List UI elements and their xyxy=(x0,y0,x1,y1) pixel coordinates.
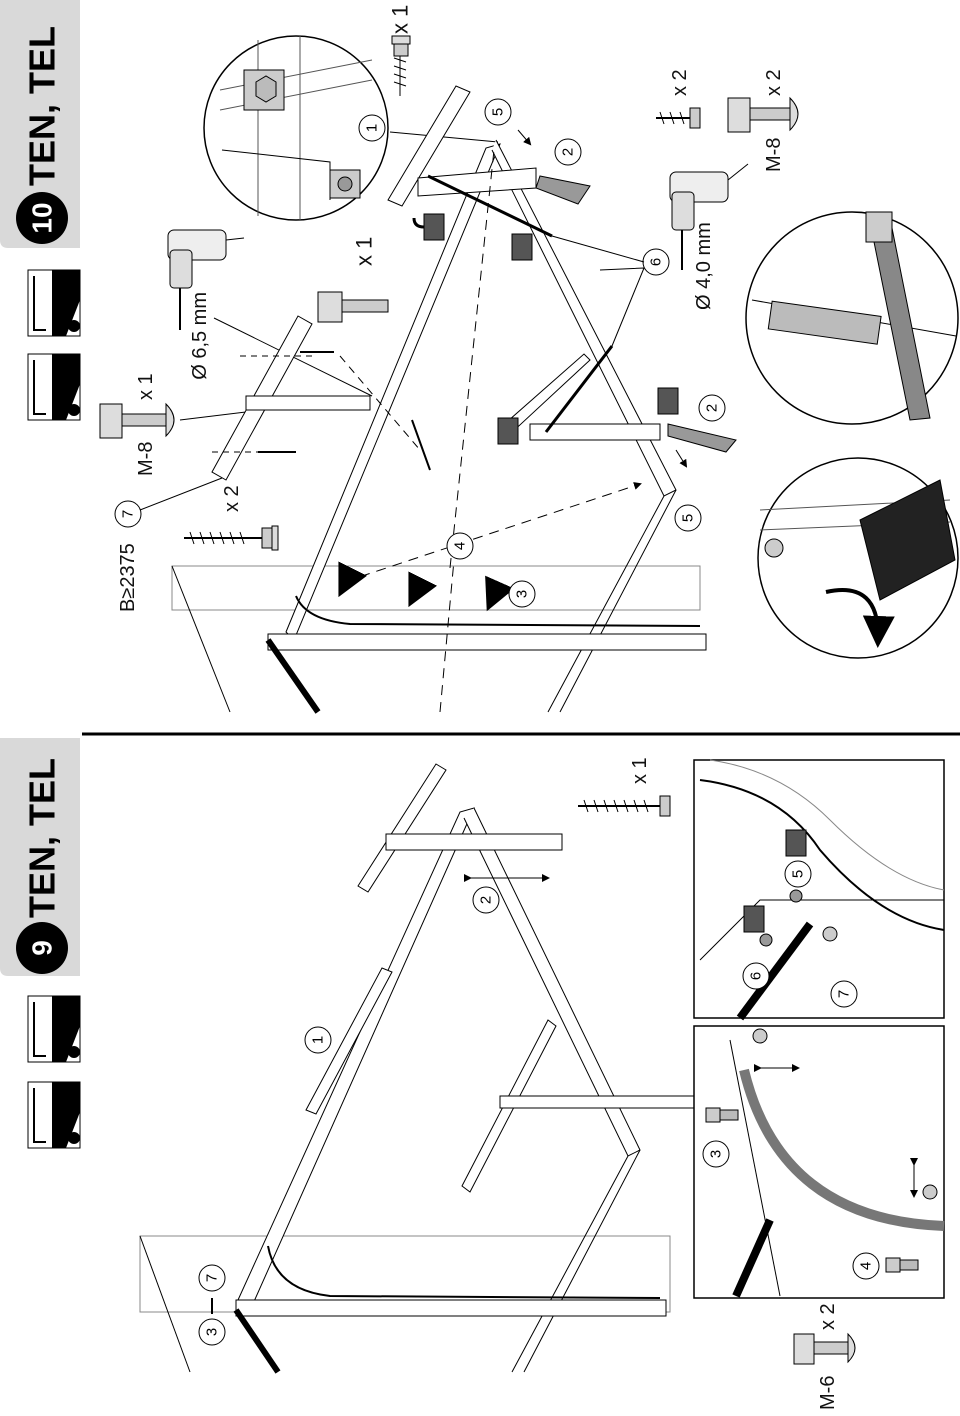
drill-icon xyxy=(669,163,749,270)
step-number-badge xyxy=(16,192,68,244)
svg-text:3: 3 xyxy=(514,590,531,598)
svg-text:5: 5 xyxy=(790,870,807,878)
shim-plate xyxy=(535,175,591,205)
svg-text:2: 2 xyxy=(560,148,577,156)
frame-assembly-drawing xyxy=(171,85,707,714)
bolt-icon xyxy=(885,1257,919,1273)
m6-qty: x 2 xyxy=(817,1303,839,1330)
svg-text:6: 6 xyxy=(648,258,665,266)
screw2-qty: x 2 xyxy=(669,69,691,96)
lock-icon xyxy=(511,233,533,261)
screw-icon xyxy=(578,795,671,817)
door-profile-icon xyxy=(27,269,81,337)
step-10-panel: 10 TEN, TEL xyxy=(0,0,959,714)
detail-box-curve: 3 4 xyxy=(693,1025,945,1299)
svg-text:3: 3 xyxy=(204,1328,221,1336)
step-9-heading: 9 TEN, TEL xyxy=(0,738,80,976)
bolt-icon xyxy=(317,291,389,323)
step-title: TEN, TEL xyxy=(22,26,63,186)
qty-screw-top: x 1 xyxy=(388,5,413,34)
lock-icon xyxy=(657,387,679,415)
detail-circle-file xyxy=(745,211,959,425)
svg-text:7: 7 xyxy=(836,990,853,998)
svg-text:4: 4 xyxy=(858,1262,875,1270)
svg-text:1: 1 xyxy=(310,1036,327,1044)
step-title: TEN, TEL xyxy=(22,758,63,918)
bolt-icon xyxy=(705,1107,739,1123)
door-profile-icon xyxy=(27,995,81,1063)
m8-qty: x 1 xyxy=(135,373,157,400)
svg-text:4: 4 xyxy=(452,542,469,550)
qty-screw-left: x 2 xyxy=(221,485,243,512)
callout-range: 3 7 xyxy=(198,1264,226,1346)
m8b-qty: x 2 xyxy=(763,69,785,96)
svg-text:6: 6 xyxy=(748,972,765,980)
qty-screw: x 1 xyxy=(629,757,651,784)
carriage-bolt-icon xyxy=(99,402,175,439)
screw-icon xyxy=(184,525,279,551)
b-condition-label: B≥2375 xyxy=(117,543,139,612)
svg-text:5: 5 xyxy=(680,514,697,522)
m8-label: M-8 xyxy=(135,442,157,476)
callouts-step9: 1 2 xyxy=(304,886,500,1054)
door-profile-icon xyxy=(27,353,81,421)
screw-icon xyxy=(391,35,411,96)
qty-bolt: x 1 xyxy=(352,237,377,266)
step-9-panel: 9 TEN, TEL xyxy=(0,738,945,1410)
carriage-bolt-icon xyxy=(793,1332,856,1365)
svg-text:7: 7 xyxy=(204,1274,221,1282)
detail-circle-seal xyxy=(757,457,959,659)
m6-label: M-6 xyxy=(817,1376,839,1410)
carriage-bolt-icon xyxy=(727,96,799,133)
step-10-heading: 10 TEN, TEL xyxy=(0,0,80,248)
callout-number: 7 xyxy=(120,510,137,518)
screw-icon xyxy=(656,107,701,129)
lock-icon xyxy=(497,417,519,445)
step-number: 9 xyxy=(27,940,58,956)
step-number: 10 xyxy=(27,202,58,233)
svg-text:2: 2 xyxy=(478,896,495,904)
frame-assembly-drawing xyxy=(139,763,695,1374)
drill2-diameter-label: Ø 4,0 mm xyxy=(693,222,715,310)
lock-icon xyxy=(412,213,445,241)
detail-circle-bracket-bolt xyxy=(203,35,389,221)
drill-diameter-label: Ø 6,5 mm xyxy=(189,292,211,380)
svg-text:2: 2 xyxy=(704,404,721,412)
shim-plate xyxy=(667,423,737,453)
detail-box-hinge: 5 6 7 xyxy=(693,759,945,1021)
drill-icon xyxy=(167,229,245,330)
svg-text:1: 1 xyxy=(364,124,381,132)
svg-text:3: 3 xyxy=(708,1150,725,1158)
callout-7 xyxy=(114,500,142,528)
m8b-label: M-8 xyxy=(763,138,785,172)
svg-text:5: 5 xyxy=(490,108,507,116)
door-profile-icon xyxy=(27,1081,81,1149)
